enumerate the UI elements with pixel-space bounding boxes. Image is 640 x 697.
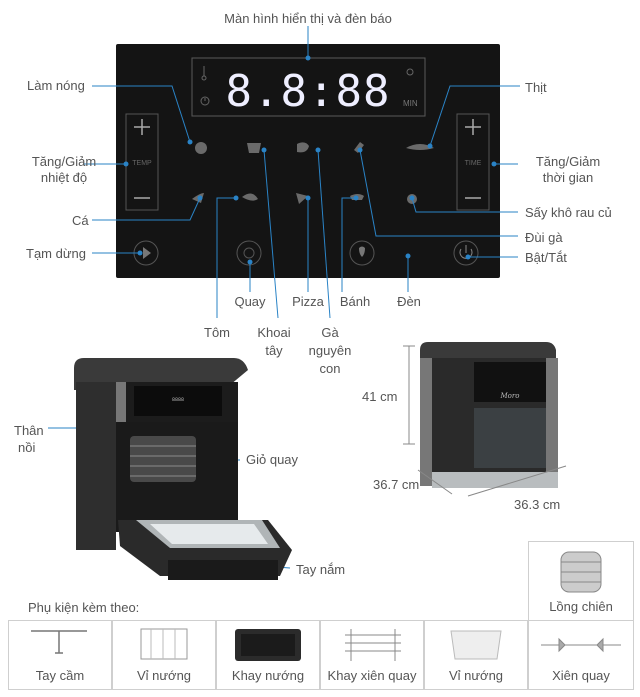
- meat-label: Thịt: [525, 80, 547, 95]
- accessory-card-handle: Tay cầm: [8, 620, 112, 690]
- play-pause-icon: [143, 247, 151, 259]
- fish-label: Cá: [72, 213, 89, 228]
- time-plus-icon[interactable]: [465, 119, 481, 135]
- tong-handle-icon: [31, 630, 87, 654]
- basket-label: Giỏ quay: [246, 452, 299, 467]
- width-label: 36.3 cm: [514, 497, 561, 512]
- handle-label: Tay nắm: [296, 562, 346, 577]
- accessory-label-rack: Vỉ nướng: [136, 668, 192, 683]
- time-adjust-label-1: Tăng/Giảm: [535, 154, 601, 169]
- meat-icon[interactable]: [406, 144, 434, 150]
- thermometer-icon: [201, 66, 207, 81]
- lamp-label: Đèn: [397, 294, 421, 309]
- accessory-label-tray: Khay nướng: [231, 668, 305, 683]
- accessory-card-skewer: Xiên quay: [528, 620, 634, 690]
- dry-label: Sấy khô rau củ: [525, 205, 612, 220]
- rotisserie-cage-card: Lồng chiên: [528, 541, 634, 621]
- time-adjust-label-2: thời gian: [542, 170, 594, 185]
- svg-text:8888: 8888: [172, 397, 184, 403]
- temp-slider-label: TEMP: [132, 160, 152, 167]
- dimension-lines: [403, 345, 567, 497]
- closed-air-fryer: Moro: [420, 342, 558, 488]
- cake-label: Bánh: [339, 294, 371, 309]
- skewer-rack-icon: [345, 629, 401, 661]
- accessory-label-skewer: Xiên quay: [552, 668, 610, 683]
- whole-chicken-icon[interactable]: [297, 142, 309, 153]
- accessory-label-skewer-tray: Khay xiên quay: [327, 668, 417, 683]
- mesh-rack-icon: [450, 630, 502, 660]
- display-unit: MIN: [403, 99, 418, 108]
- pizza-icon[interactable]: [296, 193, 308, 204]
- rotate-label: Quay: [234, 294, 266, 309]
- baking-tray-icon: [235, 629, 301, 661]
- accessory-card-skewer-tray: Khay xiên quay: [320, 620, 424, 690]
- chicken-label-1: Gà: [321, 325, 339, 340]
- accessory-card-rack-2: Vỉ nướng: [424, 620, 528, 690]
- time-slider-frame: [456, 113, 490, 211]
- body-label-1: Thân: [14, 423, 44, 438]
- chicken-label-3: con: [319, 361, 341, 376]
- digital-display: 8.8:88: [226, 66, 391, 117]
- depth-label: 36.7 cm: [373, 477, 420, 492]
- fan-icon: [406, 68, 414, 76]
- power-label: Bật/Tắt: [525, 250, 567, 265]
- display-title-label: Màn hình hiển thị và đèn báo: [224, 11, 392, 26]
- potato-label-1: Khoai: [257, 325, 291, 340]
- height-label: 41 cm: [362, 389, 398, 404]
- temp-adjust-label-2: nhiệt độ: [40, 170, 88, 185]
- accessories-title: Phụ kiện kèm theo:: [28, 600, 140, 615]
- heat-icon[interactable]: [195, 142, 207, 154]
- rotisserie-skewer-icon: [541, 637, 621, 653]
- body-label-2: nồi: [18, 440, 36, 455]
- pizza-label: Pizza: [292, 294, 324, 309]
- chicken-label-2: nguyên: [308, 343, 352, 358]
- accessory-card-tray: Khay nướng: [216, 620, 320, 690]
- accessory-card-rack: Vỉ nướng: [112, 620, 216, 690]
- potato-label-2: tây: [265, 343, 283, 358]
- accessory-label-rack-2: Vỉ nướng: [448, 668, 504, 683]
- potato-icon[interactable]: [247, 143, 261, 153]
- rotate-button[interactable]: [236, 240, 262, 266]
- rotisserie-cage-label: Lồng chiên: [549, 599, 613, 614]
- pause-label: Tạm dừng: [26, 246, 87, 261]
- shrimp-label: Tôm: [204, 325, 230, 340]
- clock-icon: [200, 96, 210, 106]
- accessory-label-handle: Tay cầm: [35, 668, 85, 683]
- temp-plus-icon[interactable]: [134, 119, 150, 135]
- power-button[interactable]: [453, 240, 479, 266]
- rotate-icon: [243, 247, 255, 259]
- lamp-icon: [359, 246, 365, 257]
- drumstick-label: Đùi gà: [525, 230, 563, 245]
- drumstick-icon[interactable]: [354, 142, 364, 153]
- svg-text:Moro: Moro: [500, 392, 520, 400]
- lamp-button[interactable]: [349, 240, 375, 266]
- heat-label: Làm nóng: [27, 78, 85, 93]
- rotisserie-cage-icon: [560, 551, 602, 593]
- temp-adjust-label-1: Tăng/Giảm: [31, 154, 97, 169]
- shrimp-icon[interactable]: [242, 193, 258, 201]
- time-slider-label: TIME: [465, 160, 482, 167]
- wire-rack-icon: [140, 628, 188, 660]
- open-air-fryer: 8888 Moro: [74, 358, 292, 580]
